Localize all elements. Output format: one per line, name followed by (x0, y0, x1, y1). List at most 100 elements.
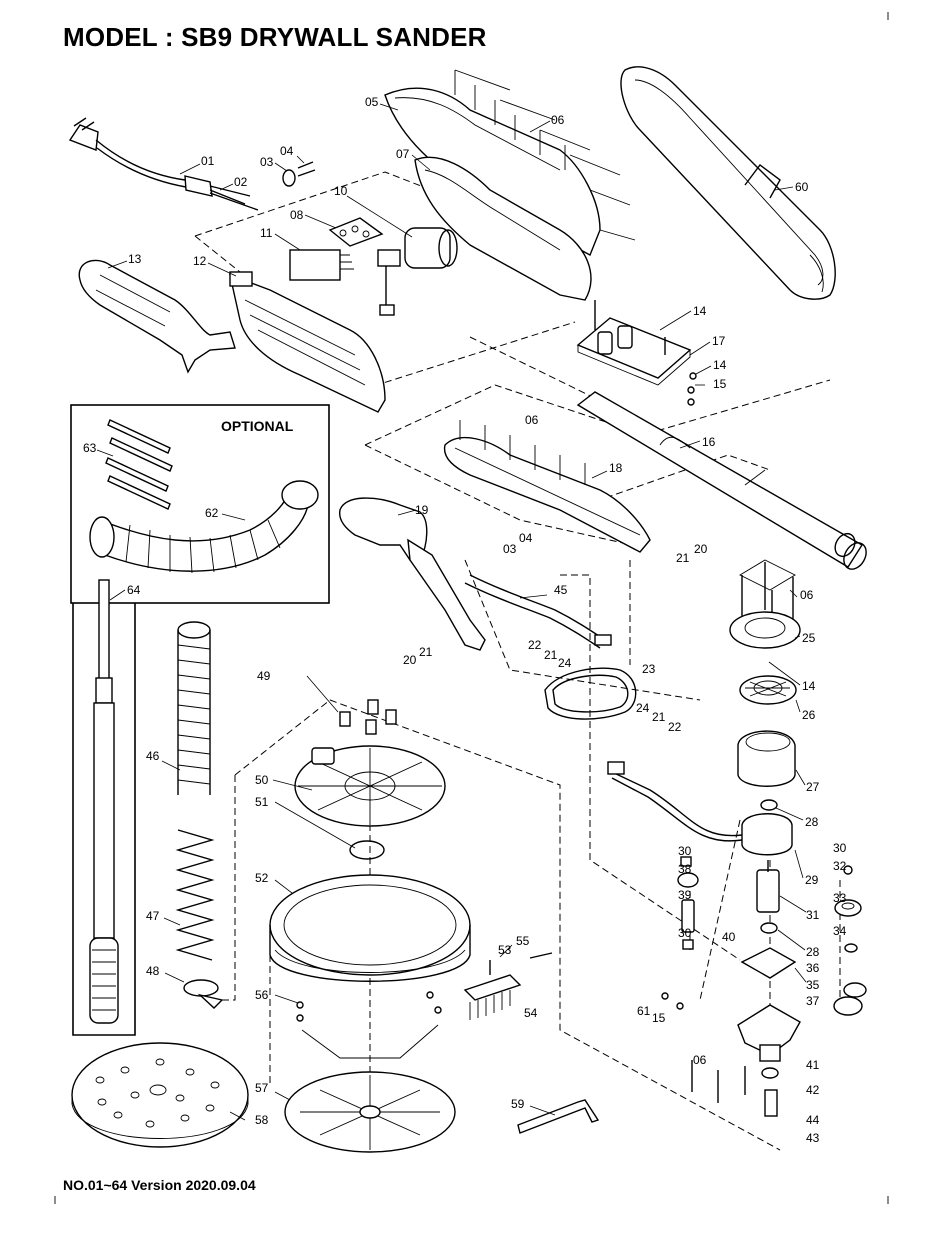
extension-tube-part (576, 391, 867, 570)
side-handle-part (78, 259, 236, 374)
part-number-label: 02 (234, 175, 248, 189)
cable-ties-part (105, 419, 173, 510)
power-cord-part (68, 117, 259, 211)
hex-key-part (517, 1099, 600, 1134)
part-number-label: 22 (528, 638, 542, 652)
part-number-label: 15 (652, 1011, 666, 1025)
part-number-label: 60 (795, 180, 809, 194)
part-number-label: 04 (280, 144, 294, 158)
part-number-label: 27 (806, 780, 820, 794)
link-frame-part (544, 667, 637, 720)
yoke-part (338, 497, 486, 651)
upper-housing-part (384, 69, 636, 301)
part-number-label: 21 (676, 551, 690, 565)
part-labels: 01 02 03 04 05 06 07 08 10 11 12 13 14 1… (83, 95, 847, 1145)
part-number-label: 41 (806, 1058, 820, 1072)
part-number-label: 37 (806, 994, 820, 1008)
part-number-label: 54 (524, 1006, 538, 1020)
part-number-label: 39 (678, 888, 692, 902)
circlip-part (349, 840, 385, 860)
clamp-part (183, 979, 224, 1009)
sanding-disc-part (71, 1042, 249, 1148)
part-number-label: 10 (334, 184, 348, 198)
brush-part (463, 952, 553, 1020)
part-number-label: 63 (83, 441, 97, 455)
screw-part (282, 161, 316, 187)
part-number-label: 20 (403, 653, 417, 667)
part-number-label: 14 (693, 304, 707, 318)
part-number-label: 49 (257, 669, 271, 683)
fan-assembly-part (729, 559, 801, 705)
part-number-label: 06 (551, 113, 565, 127)
part-number-label: 06 (800, 588, 814, 602)
part-number-label: 45 (554, 583, 568, 597)
part-number-label: 40 (722, 930, 736, 944)
part-number-label: 25 (802, 631, 816, 645)
assembly-dashed-lines (194, 171, 841, 1151)
corner-marks (54, 12, 889, 1204)
part-number-label: 53 (498, 943, 512, 957)
wire-harness-part (464, 574, 612, 649)
gear-case-part (661, 992, 801, 1117)
part-number-label: 58 (255, 1113, 269, 1127)
part-number-label: 64 (127, 583, 141, 597)
accessory-box (72, 603, 136, 1036)
part-number-label: 43 (806, 1131, 820, 1145)
part-number-label: 56 (255, 988, 269, 1002)
optional-box (70, 404, 330, 604)
page-title: MODEL : SB9 DRYWALL SANDER (63, 22, 487, 52)
part-number-label: 61 (637, 1004, 651, 1018)
part-number-label: 35 (806, 978, 820, 992)
part-number-label: 33 (833, 891, 847, 905)
part-number-label: 17 (712, 334, 726, 348)
part-number-label: 50 (255, 773, 269, 787)
part-number-label: 14 (713, 358, 727, 372)
part-number-label: 22 (668, 720, 682, 734)
part-number-label: 29 (805, 873, 819, 887)
part-number-label: 20 (694, 542, 708, 556)
part-number-label: 03 (503, 542, 517, 556)
part-number-label: 48 (146, 964, 160, 978)
part-number-label: 14 (802, 679, 816, 693)
part-number-label: 38 (678, 862, 692, 876)
pad-plate-part (294, 745, 446, 827)
part-number-label: 08 (290, 208, 304, 222)
part-number-label: 21 (419, 645, 433, 659)
flex-tube-part (177, 621, 211, 795)
part-number-label: 07 (396, 147, 410, 161)
sanding-pad-part (284, 1071, 456, 1153)
part-number-label: 21 (544, 648, 558, 662)
part-number-label: 24 (558, 656, 572, 670)
part-number-label: 13 (128, 252, 142, 266)
part-number-label: 11 (260, 226, 273, 240)
part-number-label: 06 (693, 1053, 707, 1067)
part-number-label: 15 (713, 377, 727, 391)
small-screws-part (687, 372, 705, 406)
part-number-label: 30 (678, 844, 692, 858)
part-number-label: 30 (678, 926, 692, 940)
part-number-label: 05 (365, 95, 379, 109)
part-number-label: 21 (652, 710, 666, 724)
part-number-label: 42 (806, 1083, 820, 1097)
leader-lines (96, 103, 807, 1121)
spring-part (175, 829, 215, 961)
part-number-label: 57 (255, 1081, 269, 1095)
part-number-label: 12 (193, 254, 207, 268)
part-number-label: 32 (833, 859, 847, 873)
part-number-label: 46 (146, 749, 160, 763)
part-number-label: 18 (609, 461, 623, 475)
pad-screws-part (296, 991, 442, 1059)
dust-hose-part (89, 480, 319, 574)
circuit-board-part (576, 300, 692, 386)
part-number-label: 47 (146, 909, 160, 923)
top-screws-part (339, 699, 397, 735)
lower-handle-part (443, 420, 651, 553)
part-number-label: 19 (415, 503, 429, 517)
part-number-label: 16 (702, 435, 716, 449)
part-number-label: 30 (833, 841, 847, 855)
part-number-label: 44 (806, 1113, 820, 1127)
carry-bag-part (620, 66, 836, 300)
part-number-label: 55 (516, 934, 530, 948)
part-number-label: 36 (806, 961, 820, 975)
